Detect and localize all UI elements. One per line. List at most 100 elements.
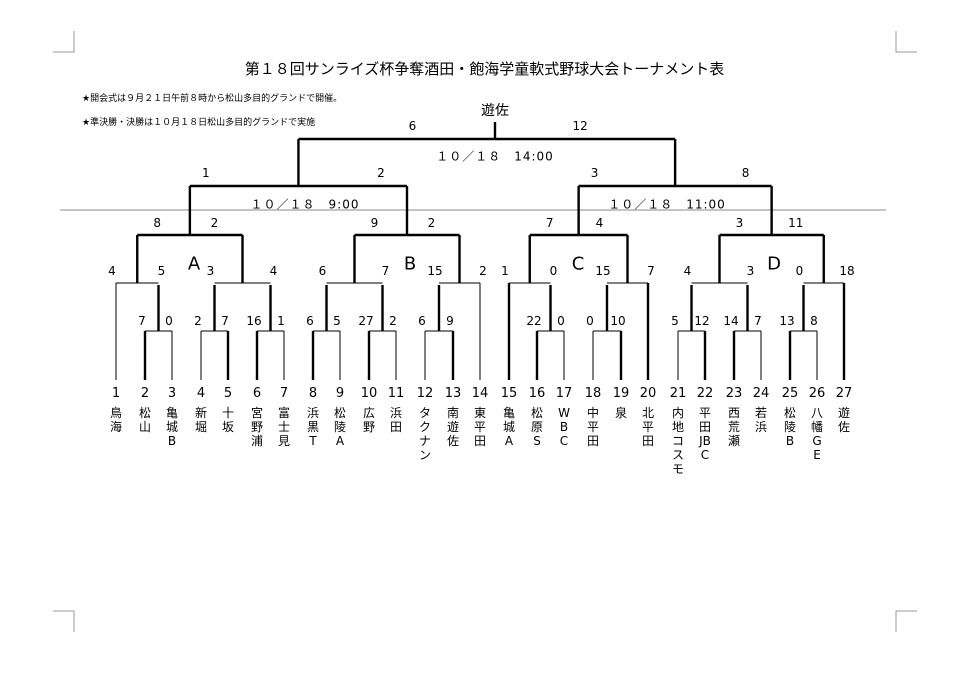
team-name: WBC bbox=[558, 406, 570, 448]
team-number: 12 bbox=[416, 386, 434, 401]
round1-score: 6 bbox=[306, 314, 314, 328]
champion-label: 遊佐 bbox=[481, 103, 509, 119]
team-number: 7 bbox=[279, 386, 289, 401]
team-name: 亀城B bbox=[165, 406, 178, 448]
group-label-c: C bbox=[571, 253, 585, 275]
semifinal-score: 2 bbox=[377, 166, 385, 180]
team-number: 16 bbox=[528, 386, 546, 401]
team-name: 遊佐 bbox=[837, 406, 850, 434]
team-number: 25 bbox=[781, 386, 799, 401]
team-name: 宮野浦 bbox=[250, 406, 263, 448]
round1-score: 1 bbox=[277, 314, 285, 328]
team-name: 鳥海 bbox=[109, 406, 122, 434]
semifinal-final-note: ★準決勝・決勝は１０月１８日松山多目的グランドで実施 bbox=[82, 118, 316, 128]
round1-score: 8 bbox=[810, 314, 818, 328]
round2-score: 4 bbox=[683, 264, 692, 278]
semifinal-right-schedule: １０／１８ 11:00 bbox=[608, 197, 726, 212]
round1-score: 10 bbox=[610, 314, 626, 328]
round1-score: 13 bbox=[779, 314, 795, 328]
team-name: 西荒瀬 bbox=[727, 406, 740, 448]
team-number: 11 bbox=[387, 386, 405, 401]
round3-score: 2 bbox=[210, 216, 219, 230]
team-number: 6 bbox=[252, 386, 262, 401]
round3-score: 11 bbox=[788, 216, 804, 230]
round3-score: 2 bbox=[427, 216, 436, 230]
team-name: 平田JBC bbox=[698, 406, 711, 462]
team-number: 15 bbox=[500, 386, 518, 401]
page-title: 第１８回サンライズ杯争奪酒田・飽海学童軟式野球大会トーナメント表 bbox=[244, 60, 725, 78]
team-number: 1 bbox=[111, 386, 121, 401]
round1-score: 0 bbox=[557, 314, 565, 328]
team-number: 21 bbox=[669, 386, 687, 401]
round1-score: 9 bbox=[446, 314, 454, 328]
bracket-tree bbox=[115, 122, 846, 380]
team-number: 26 bbox=[808, 386, 826, 401]
final-schedule: １０／１８ 14:00 bbox=[436, 149, 554, 164]
round2-score: 2 bbox=[479, 264, 487, 278]
team-name: 松陵A bbox=[333, 406, 346, 448]
round2-score: 0 bbox=[795, 264, 804, 278]
round1-score: 5 bbox=[333, 314, 341, 328]
round2-score: 4 bbox=[269, 264, 278, 278]
team-name: 十坂 bbox=[221, 406, 234, 434]
team-name: 広野 bbox=[362, 406, 375, 434]
round2-score: 3 bbox=[746, 264, 755, 278]
team-name: 中平田 bbox=[586, 406, 599, 448]
round3-score: 9 bbox=[370, 216, 379, 230]
team-name: 松原S bbox=[530, 406, 543, 448]
round1-score: 22 bbox=[526, 314, 542, 328]
team-number: 8 bbox=[308, 386, 318, 401]
round2-score: 6 bbox=[318, 264, 327, 278]
semifinal-left-schedule: １０／１８ 9:00 bbox=[250, 197, 360, 212]
team-number: 23 bbox=[725, 386, 743, 401]
team-name: 内地コスモ bbox=[671, 406, 684, 476]
round1-score: 2 bbox=[389, 314, 397, 328]
round1-score: 14 bbox=[723, 314, 739, 328]
crop-marks bbox=[53, 31, 917, 632]
team-number: 3 bbox=[167, 386, 177, 401]
team-number: 5 bbox=[223, 386, 233, 401]
team-number: 10 bbox=[360, 386, 378, 401]
round3-score: 4 bbox=[595, 216, 604, 230]
team-name: 松陵B bbox=[783, 406, 796, 448]
group-label-d: D bbox=[767, 253, 781, 275]
team-name: 北平田 bbox=[641, 406, 654, 448]
team-number: 9 bbox=[335, 386, 345, 401]
round1-score: 7 bbox=[754, 314, 762, 328]
round2-score: 5 bbox=[157, 264, 166, 278]
round2-score: 1 bbox=[501, 264, 509, 278]
round2-score: 15 bbox=[595, 264, 611, 278]
round2-score: 18 bbox=[839, 264, 855, 278]
team-name: 浜田 bbox=[389, 406, 402, 434]
team-number: 27 bbox=[835, 386, 853, 401]
round3-score: 8 bbox=[153, 216, 162, 230]
team-name: 東平田 bbox=[473, 406, 486, 448]
team-name: 泉 bbox=[614, 406, 627, 420]
round1-score: 0 bbox=[165, 314, 173, 328]
team-name: 松山 bbox=[138, 406, 151, 434]
round1-score: 7 bbox=[138, 314, 146, 328]
team-number: 18 bbox=[584, 386, 602, 401]
final-score: 6 bbox=[408, 119, 417, 133]
round2-score: 0 bbox=[549, 264, 558, 278]
team-name: 若浜 bbox=[754, 406, 767, 434]
round1-score: 12 bbox=[694, 314, 710, 328]
round3-score: 7 bbox=[545, 216, 554, 230]
round1-score: 16 bbox=[246, 314, 262, 328]
team-number: 20 bbox=[639, 386, 657, 401]
round1-score: 5 bbox=[671, 314, 679, 328]
round2-score: 3 bbox=[206, 264, 215, 278]
round1-score: 6 bbox=[418, 314, 426, 328]
round1-score: 0 bbox=[586, 314, 594, 328]
group-label-a: A bbox=[187, 253, 201, 275]
team-number: 4 bbox=[196, 386, 206, 401]
round2-score: 7 bbox=[647, 264, 655, 278]
team-number: 24 bbox=[752, 386, 770, 401]
team-number: 2 bbox=[140, 386, 150, 401]
semifinal-score: 1 bbox=[202, 166, 210, 180]
team-name: タクナン bbox=[418, 406, 431, 462]
round2-score: 15 bbox=[427, 264, 443, 278]
team-number: 17 bbox=[555, 386, 573, 401]
team-number: 14 bbox=[471, 386, 489, 401]
